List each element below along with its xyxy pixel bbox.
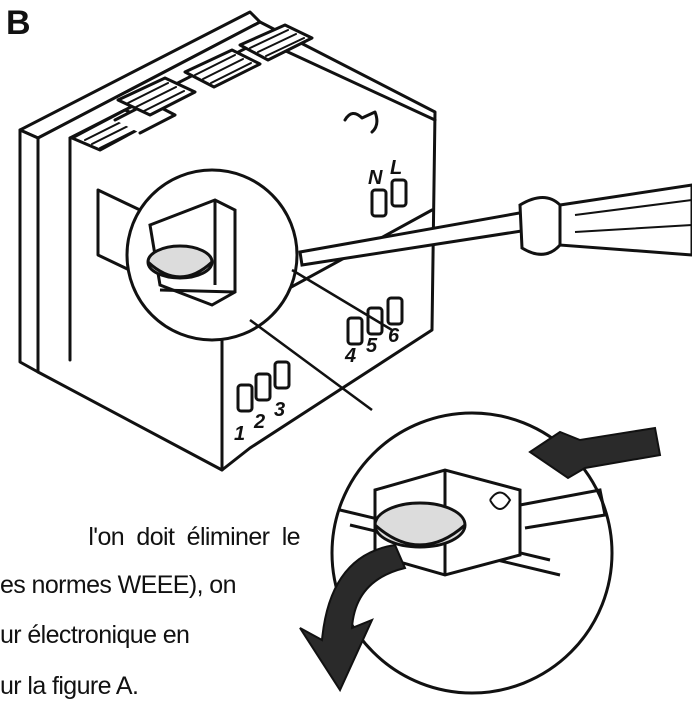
- terminal-slot-l: [390, 178, 408, 208]
- label-l: L: [390, 157, 402, 179]
- terminal-slot-1: [236, 383, 254, 413]
- remove-arrow: [299, 543, 407, 693]
- label-6: 6: [388, 325, 400, 347]
- zoom-circle-large: [330, 411, 614, 695]
- terminal-slot-6: [386, 296, 404, 326]
- battery-large: [373, 501, 467, 549]
- top-clip-3: [183, 48, 262, 89]
- caption-line-4: ur la figure A.: [0, 672, 139, 700]
- battery-small: [146, 244, 214, 280]
- figure-label: B: [6, 4, 31, 42]
- label-5: 5: [366, 335, 378, 357]
- terminal-slot-5: [366, 306, 384, 336]
- caption-line-3: ur électronique en: [0, 621, 190, 649]
- caption-line-2: es normes WEEE), on: [0, 571, 237, 599]
- zoom-circle-small: [125, 168, 299, 342]
- screwdriver: [298, 183, 692, 267]
- push-arrow: [528, 426, 662, 480]
- terminal-slot-n: [370, 188, 388, 218]
- top-clip-2: [116, 76, 197, 117]
- caption-line-1: l'on doit éliminer le: [88, 523, 300, 551]
- terminal-slot-4: [346, 316, 364, 346]
- device-left-face: [18, 128, 40, 374]
- top-clip-4: [238, 23, 314, 62]
- label-n: N: [368, 167, 383, 189]
- label-2: 2: [253, 411, 265, 433]
- terminal-slot-3: [273, 360, 291, 390]
- label-4: 4: [344, 345, 356, 367]
- label-3: 3: [274, 399, 285, 421]
- label-1: 1: [234, 423, 245, 445]
- terminal-slot-2: [254, 372, 272, 402]
